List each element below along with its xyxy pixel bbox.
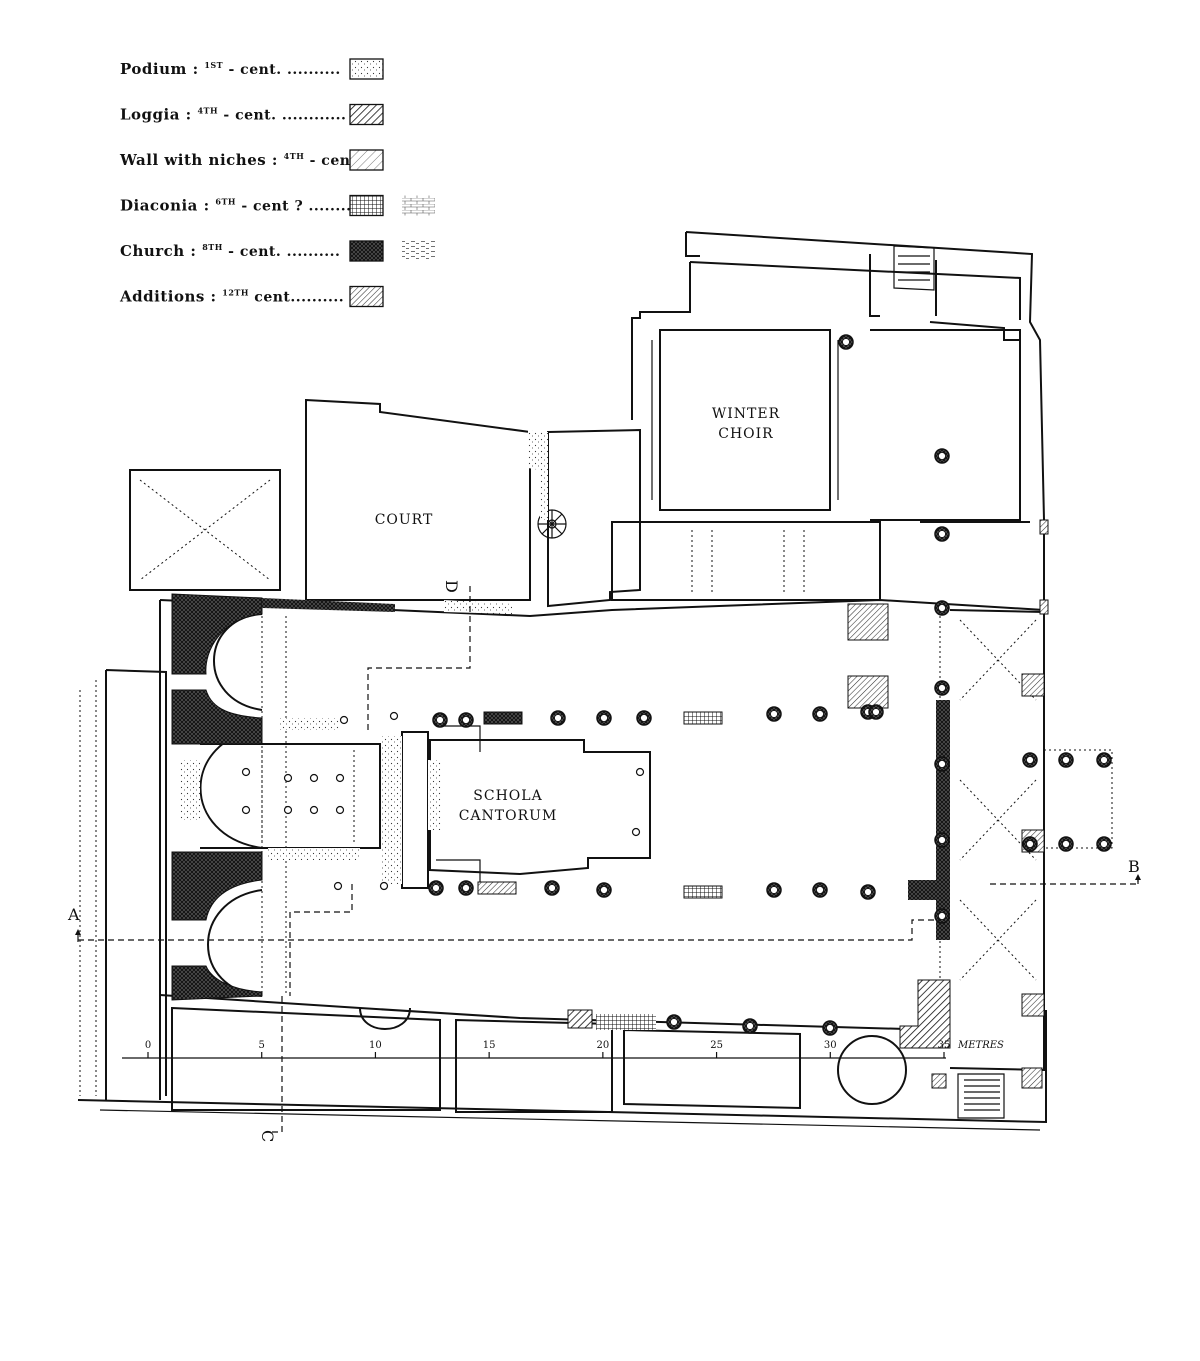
section-c-label: C (258, 1130, 277, 1142)
scale-tick-label: 0 (145, 1040, 151, 1051)
column-base (283, 805, 293, 815)
column (742, 1018, 758, 1034)
scale-tick-label: 5 (259, 1040, 265, 1051)
column (1022, 836, 1038, 852)
column (1096, 752, 1112, 768)
column-base (241, 767, 251, 777)
section-b-label: B (1128, 857, 1140, 876)
legend-label: Loggia : 4TH - cent. ............ (120, 106, 346, 124)
scale-tick-label: 25 (710, 1040, 723, 1051)
legend-label: Church : 8TH - cent. .......... (120, 242, 340, 260)
legend-label: Diaconia : 6TH - cent ? ......... (120, 197, 357, 215)
column (822, 1020, 838, 1036)
column-base (335, 773, 345, 783)
column (1058, 752, 1074, 768)
legend-item-podium: Podium : 1ST - cent. .......... (120, 58, 384, 80)
section-lines (75, 586, 1141, 1133)
schola-cantorum-label-line1: SCHOLA (473, 788, 542, 804)
column (544, 880, 560, 896)
legend-item-diaconia: Diaconia : 6TH - cent ? ......... (120, 194, 435, 217)
column (934, 756, 950, 772)
column-base (379, 881, 389, 891)
column-base (309, 805, 319, 815)
court-label: COURT (375, 512, 434, 528)
column (934, 908, 950, 924)
column (636, 710, 652, 726)
legend-item-loggia: Loggia : 4TH - cent. ............ (120, 103, 384, 126)
column-base (631, 827, 641, 837)
column (596, 882, 612, 898)
column-base (333, 881, 343, 891)
column (860, 884, 876, 900)
column-base (335, 805, 345, 815)
legend-item-additions: Additions : 12TH cent.......... (119, 285, 384, 308)
column (812, 706, 828, 722)
scale-tick-label: 10 (369, 1040, 382, 1051)
column (766, 882, 782, 898)
column (596, 710, 612, 726)
legend-label: Additions : 12TH cent.......... (119, 288, 344, 306)
scale-unit-label: METRES (957, 1040, 1004, 1051)
column-base (339, 715, 349, 725)
legend-item-wall-niches: Wall with niches : 4TH - cent ? (119, 149, 384, 171)
column (934, 526, 950, 542)
column (868, 704, 884, 720)
column-base (635, 767, 645, 777)
section-d-label: D (442, 580, 461, 593)
column-base (283, 773, 293, 783)
scale-tick-label: 30 (824, 1040, 837, 1051)
legend-label: Wall with niches : 4TH - cent ? (119, 151, 371, 169)
column (934, 448, 950, 464)
nave-columns (241, 334, 1112, 1036)
column (1096, 836, 1112, 852)
column (838, 334, 854, 350)
legend-swatch (349, 103, 384, 126)
legend-label: Podium : 1ST - cent. .......... (120, 60, 341, 78)
schola-cantorum-label-line2: CANTORUM (459, 808, 558, 824)
column (428, 880, 444, 896)
period-fills (171, 430, 1049, 1089)
scale-tick-label: 35 (938, 1040, 951, 1051)
column (766, 706, 782, 722)
section-a-label: A (67, 905, 80, 924)
column (934, 600, 950, 616)
column-base (389, 711, 399, 721)
column (550, 710, 566, 726)
column (458, 880, 474, 896)
column (1058, 836, 1074, 852)
legend: Podium : 1ST - cent. .......... Loggia : … (119, 58, 435, 308)
scale-bar: 0 5 10 15 20 25 30 35 (122, 1040, 951, 1059)
winter-choir-label-line1: WINTER (712, 406, 780, 422)
legend-swatch (349, 240, 384, 262)
column-base (309, 773, 319, 783)
column (934, 832, 950, 848)
column (1022, 752, 1038, 768)
legend-swatch (349, 58, 384, 80)
legend-swatch (349, 149, 384, 171)
column (458, 712, 474, 728)
legend-swatch-alt (402, 195, 435, 216)
column (812, 882, 828, 898)
legend-item-church: Church : 8TH - cent. .......... (120, 240, 435, 262)
winter-choir-label-line2: CHOIR (718, 426, 773, 442)
column (934, 680, 950, 696)
scale-tick-label: 15 (483, 1040, 496, 1051)
scale-tick-label: 20 (596, 1040, 609, 1051)
column (666, 1014, 682, 1030)
legend-swatch-alt (402, 241, 435, 261)
legend-swatch (349, 194, 384, 217)
legend-swatch (349, 285, 384, 308)
column-base (241, 805, 251, 815)
column (432, 712, 448, 728)
